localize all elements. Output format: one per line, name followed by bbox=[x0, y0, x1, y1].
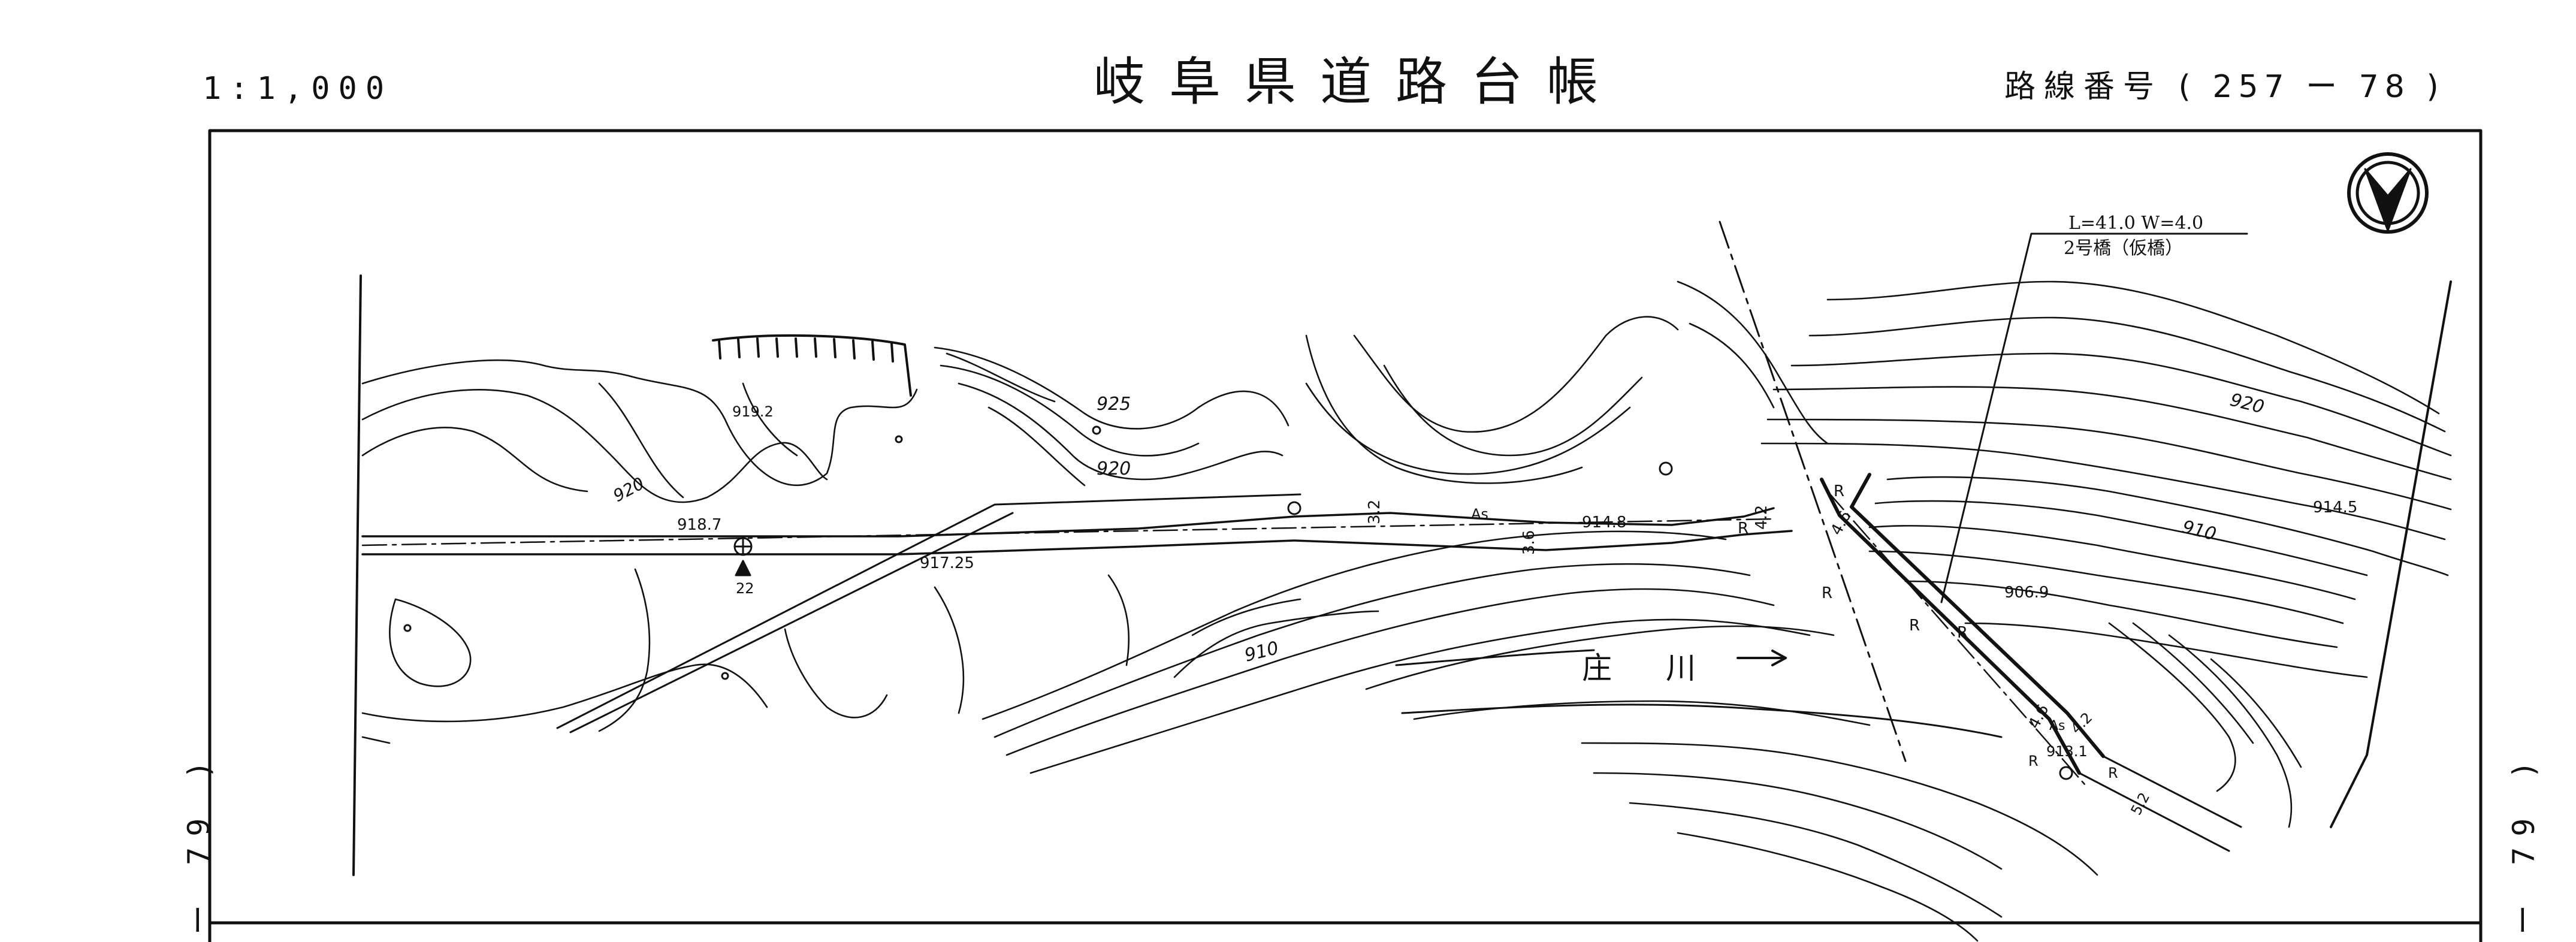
downstream-road bbox=[2078, 755, 2242, 852]
road-width-label: 4.2 bbox=[1753, 505, 1771, 530]
bridge-road bbox=[1820, 473, 2105, 775]
r-mark: R bbox=[1834, 482, 1844, 500]
bridge-leader-line bbox=[1940, 233, 2248, 603]
map-frame bbox=[208, 129, 2483, 942]
survey-boundary-left bbox=[352, 274, 362, 876]
bridge-name: 2号橋（仮橋） bbox=[2064, 238, 2183, 259]
main-road bbox=[361, 507, 1793, 555]
river-name: 川 bbox=[1666, 651, 1696, 686]
pole-symbols bbox=[403, 425, 2073, 780]
road-width-label: 4.2 bbox=[2067, 709, 2095, 737]
contour-label: 920 bbox=[1097, 458, 1131, 479]
road-width-label: 4.6 bbox=[2025, 702, 2053, 732]
route-number-value: 257 ー 78 bbox=[2212, 69, 2411, 105]
river-name: 庄 bbox=[1582, 651, 1612, 686]
route-number-label: 路線番号 bbox=[2004, 69, 2163, 105]
page-title: 岐阜県道路台帳 bbox=[1094, 52, 1622, 112]
route-close-paren: ) bbox=[2426, 69, 2445, 105]
benchmark-number: 22 bbox=[736, 580, 754, 597]
contour-label: 920 bbox=[2228, 390, 2266, 418]
north-arrow-icon bbox=[2347, 152, 2429, 234]
r-mark: R bbox=[2108, 765, 2118, 781]
road-width-label: 3.2 bbox=[1366, 500, 1384, 524]
r-mark: R bbox=[1957, 624, 1968, 642]
river-flow-arrow bbox=[1737, 650, 1787, 666]
elevation-label: 906.9 bbox=[2004, 584, 2049, 602]
contour-lines bbox=[361, 280, 2452, 942]
elevation-label: 914.8 bbox=[1582, 514, 1626, 532]
river-banks bbox=[1395, 649, 2003, 738]
pavement-label: As bbox=[2049, 718, 2065, 733]
road-width-label: 5.2 bbox=[2128, 790, 2154, 818]
elevation-label: 917.25 bbox=[920, 554, 974, 572]
contour-label: 910 bbox=[2180, 517, 2218, 545]
bridge-dimensions: L=41.0 W=4.0 bbox=[2068, 213, 2203, 234]
r-mark: R bbox=[1738, 520, 1748, 538]
pavement-label: As bbox=[1471, 506, 1488, 523]
r-mark: R bbox=[1909, 617, 1920, 635]
side-road bbox=[556, 493, 1301, 733]
r-mark: R bbox=[2028, 753, 2039, 769]
road-width-label: 4.6 bbox=[1828, 508, 1855, 539]
road-width-label: 3.6 bbox=[1520, 530, 1538, 555]
route-open-paren: ( bbox=[2178, 69, 2197, 105]
r-mark: R bbox=[1822, 584, 1832, 602]
elevation-label: 914.5 bbox=[2313, 499, 2357, 517]
bridge-centerline bbox=[1826, 490, 2086, 786]
elevation-label: 918.7 bbox=[677, 516, 721, 534]
map-scale: 1:1,000 bbox=[203, 71, 393, 107]
survey-boundary-right bbox=[2330, 280, 2452, 828]
elevation-label: 913.1 bbox=[2046, 743, 2088, 760]
cliff-hachures bbox=[712, 334, 912, 397]
contour-label: 925 bbox=[1097, 394, 1131, 415]
contour-label: 920 bbox=[610, 473, 648, 506]
route-number: 路線番号 ( 257 ー 78 ) bbox=[2004, 61, 2445, 106]
section-line bbox=[1719, 221, 1907, 762]
benchmark-icon bbox=[733, 537, 753, 576]
elevation-label: 919.2 bbox=[732, 403, 774, 420]
